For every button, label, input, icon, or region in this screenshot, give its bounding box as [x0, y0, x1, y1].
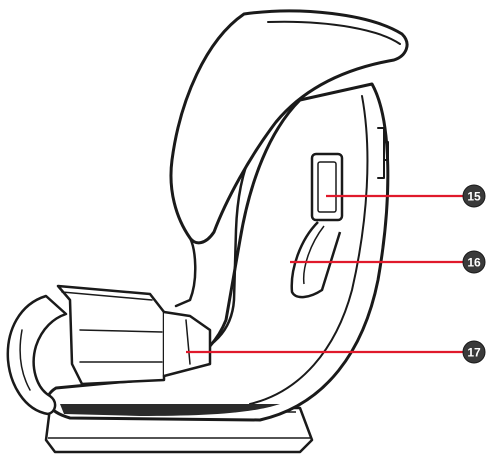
- callout-badge-17: 17: [463, 341, 485, 363]
- callout-number-15: 15: [467, 190, 481, 204]
- callout-badge-15: 15: [463, 185, 485, 207]
- callout-number-17: 17: [467, 346, 481, 360]
- callout-number-16: 16: [467, 256, 481, 270]
- callout-badge-16: 16: [463, 251, 485, 273]
